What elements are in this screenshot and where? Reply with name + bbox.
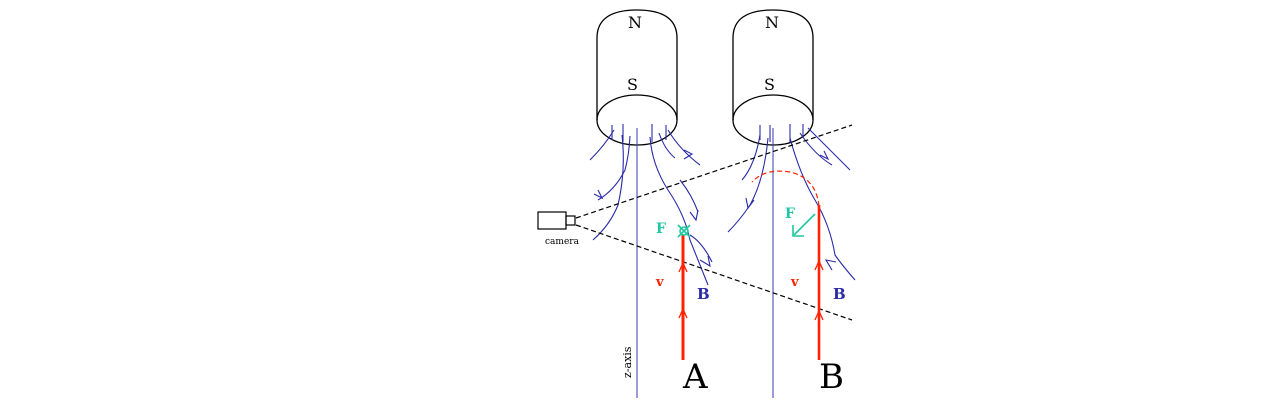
camera-field-of-view bbox=[575, 124, 853, 321]
z-axis-label: z-axis bbox=[621, 346, 634, 378]
field-label-b: B bbox=[833, 285, 846, 303]
magnet-b-north-label: N bbox=[765, 13, 779, 32]
force-label-b: F bbox=[785, 206, 795, 222]
magnet-b-south-label: S bbox=[764, 75, 775, 94]
orbit-path-b bbox=[751, 170, 820, 207]
panel-label-a: A bbox=[682, 357, 708, 397]
velocity-label-a: v bbox=[655, 275, 664, 290]
velocity-vector-b bbox=[814, 205, 824, 360]
camera-label: camera bbox=[545, 237, 580, 247]
velocity-label-b: v bbox=[790, 275, 799, 290]
force-arrow-b bbox=[792, 213, 816, 237]
force-marker-a bbox=[677, 224, 691, 238]
field-lines-a bbox=[589, 124, 713, 286]
velocity-vector-a bbox=[678, 235, 688, 360]
magnet-a-north-label: N bbox=[628, 13, 642, 32]
field-label-a: B bbox=[697, 285, 710, 303]
field-lines-b bbox=[727, 124, 856, 281]
force-label-a: F bbox=[656, 221, 666, 237]
camera-icon bbox=[537, 211, 576, 230]
panel-label-b: B bbox=[819, 357, 844, 397]
magnet-a-south-label: S bbox=[627, 75, 638, 94]
